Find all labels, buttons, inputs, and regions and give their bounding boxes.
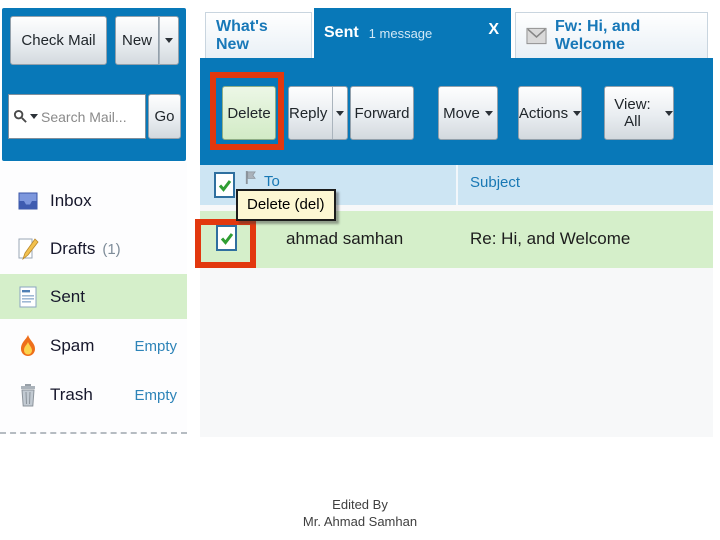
new-dropdown-button[interactable] (159, 16, 179, 65)
chevron-down-icon (336, 110, 345, 116)
tab-label: Fw: Hi, and Welcome (555, 17, 641, 53)
view-label: View: All (614, 96, 651, 130)
check-icon (218, 179, 231, 192)
envelope-icon (526, 27, 547, 45)
reply-label: Reply (289, 104, 328, 122)
message-subject: Re: Hi, and Welcome (470, 229, 631, 248)
column-header-to[interactable]: To (264, 173, 280, 190)
new-button-group: New (115, 16, 179, 65)
sent-icon (14, 285, 42, 309)
caption-line2: Mr. Ahmad Samhan (302, 514, 418, 529)
delete-button[interactable]: Delete (222, 86, 276, 140)
sidebar-item-label: Trash (50, 385, 93, 404)
sidebar-item-label: Sent (50, 286, 85, 306)
spam-flame-icon (14, 334, 42, 358)
message-toolbar: Delete Reply Forward Move Actions View: … (200, 58, 713, 165)
inbox-icon (14, 190, 42, 212)
move-dropdown-button[interactable]: Move (438, 86, 498, 140)
empty-trash-link[interactable]: Empty (134, 386, 177, 404)
chevron-down-icon (165, 38, 173, 43)
column-divider (456, 165, 458, 205)
message-checkbox[interactable] (216, 225, 237, 251)
sidebar-item-label: Inbox (50, 191, 92, 210)
reply-dropdown-button[interactable] (332, 87, 347, 139)
drafts-icon (14, 237, 42, 261)
flag-column-icon[interactable] (244, 170, 257, 190)
slide-caption: Edited By Mr. Ahmad Samhan (0, 496, 720, 530)
check-icon (220, 232, 233, 245)
folder-sidebar: Inbox Drafts (1) Sent (0, 162, 187, 434)
chevron-down-icon (484, 110, 493, 116)
actions-label: Actions (518, 104, 569, 122)
chevron-down-icon (665, 110, 673, 116)
sidebar-item-inbox[interactable]: Inbox (0, 180, 187, 222)
chevron-down-icon (573, 110, 582, 116)
message-to: ahmad samhan (286, 229, 404, 248)
search-options-button[interactable] (13, 109, 38, 124)
close-tab-icon[interactable]: X (488, 21, 499, 38)
column-header-subject[interactable]: Subject (470, 174, 521, 191)
go-button[interactable]: Go (148, 94, 181, 139)
empty-spam-link[interactable]: Empty (134, 337, 177, 355)
sidebar-item-trash[interactable]: Trash Empty (0, 374, 187, 416)
chevron-down-icon (30, 114, 38, 119)
actions-dropdown-button[interactable]: Actions (518, 86, 582, 140)
sidebar-item-label: Drafts (50, 239, 96, 258)
tab-sent-active[interactable]: Sent 1 message X (314, 8, 511, 58)
mail-controls-panel: Check Mail New Go (2, 8, 186, 161)
tab-bar: What's New Sent 1 message X Fw: Hi, and … (200, 8, 713, 58)
search-box (8, 94, 146, 139)
sidebar-item-label: Spam (50, 336, 95, 355)
new-button[interactable]: New (115, 16, 159, 65)
select-all-checkbox[interactable] (214, 172, 235, 198)
check-mail-button[interactable]: Check Mail (10, 16, 107, 65)
tab-label: What's New (216, 17, 268, 53)
forward-button[interactable]: Forward (350, 86, 414, 140)
mail-content-area: What's New Sent 1 message X Fw: Hi, and … (200, 8, 713, 437)
delete-tooltip: Delete (del) (236, 189, 336, 221)
tab-fw-message[interactable]: Fw: Hi, and Welcome (515, 12, 708, 58)
sidebar-item-sent[interactable]: Sent (0, 274, 187, 319)
view-dropdown-button[interactable]: View: All (604, 86, 674, 140)
tab-label: Sent (324, 24, 359, 41)
drafts-count: (1) (102, 240, 121, 258)
reply-button[interactable]: Reply (288, 86, 348, 140)
tab-whats-new[interactable]: What's New (205, 12, 312, 58)
sidebar-item-spam[interactable]: Spam Empty (0, 325, 187, 367)
move-label: Move (443, 104, 480, 122)
trash-icon (14, 383, 42, 407)
search-icon (13, 109, 27, 123)
search-input[interactable] (41, 108, 137, 125)
message-count-badge: 1 message (368, 25, 433, 41)
caption-line1: Edited By (332, 497, 388, 512)
sidebar-item-drafts[interactable]: Drafts (1) (0, 228, 187, 270)
